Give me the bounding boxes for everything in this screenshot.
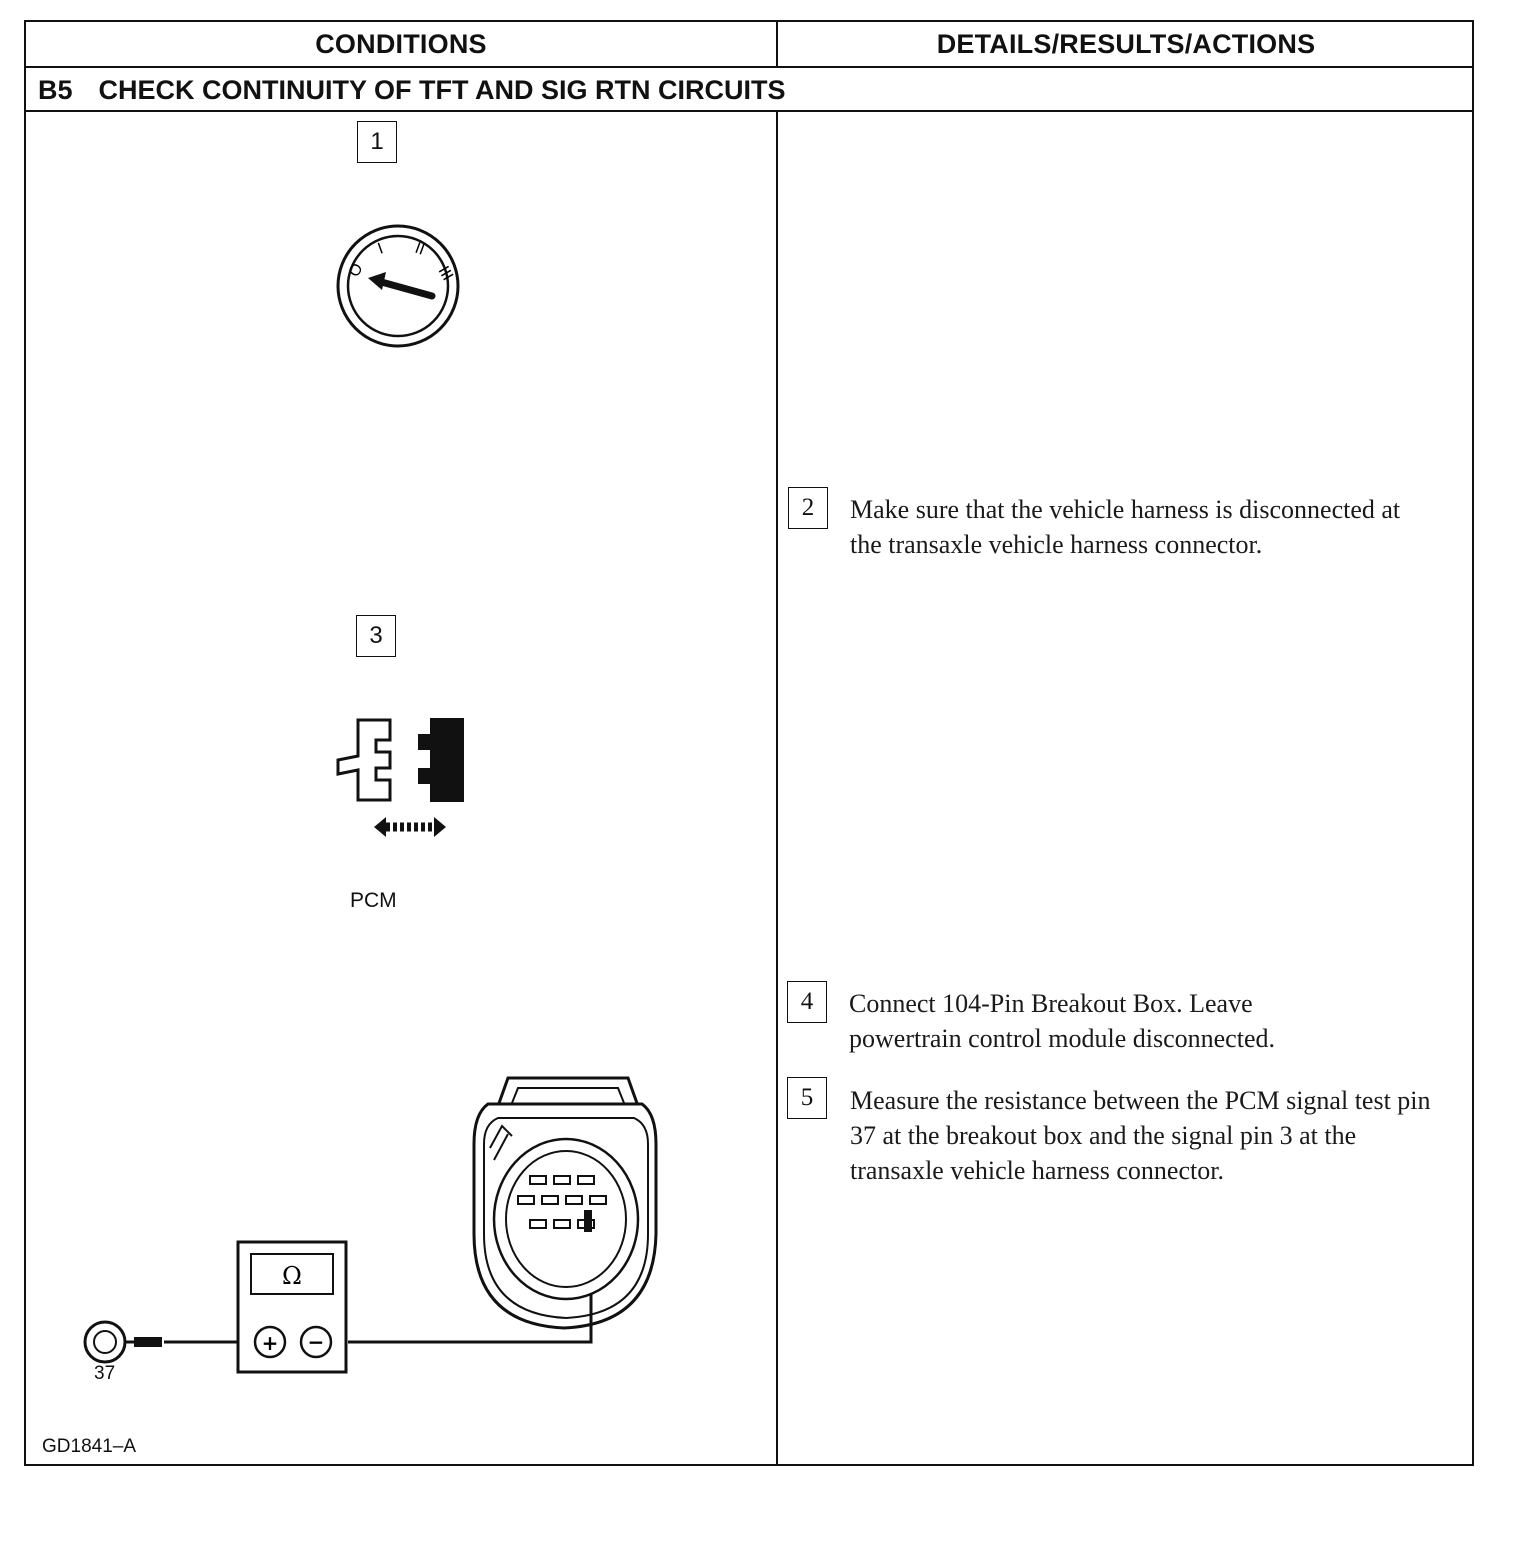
pcm-label: PCM [350,889,397,912]
action-text-2: Make sure that the vehicle harness is di… [850,495,1401,559]
ignition-switch-icon: O I II III [336,224,460,348]
step-number-box-1: 1 [357,121,397,163]
action-text-4: Connect 104-Pin Breakout Box. Leave powe… [849,989,1275,1053]
column-header-conditions: CONDITIONS [26,22,778,66]
step-title: B5 CHECK CONTINUITY OF TFT AND SIG RTN C… [38,68,786,112]
action-step-4: Connect 104-Pin Breakout Box. Leave powe… [849,986,1369,1056]
column-divider [776,112,778,1466]
step-number-box-3: 3 [356,615,396,657]
harness-connector-icon [472,1076,658,1330]
action-number-box-5: 5 [787,1077,827,1119]
action-step-2: Make sure that the vehicle harness is di… [850,492,1410,562]
breakout-pin-label: 37 [94,1363,116,1384]
connector-disconnect-icon [336,718,464,837]
ohmmeter-circuit: Ω + − [83,1240,593,1374]
header-rule [26,66,1472,68]
column-header-details: DETAILS/RESULTS/ACTIONS [936,28,1316,59]
action-step-5: Measure the resistance between the PCM s… [850,1083,1450,1188]
action-number-box-4: 4 [787,981,827,1023]
negative-terminal-icon: − [308,1330,325,1354]
figure-id: GD1841–A [42,1436,137,1457]
step-title-text: CHECK CONTINUITY OF TFT AND SIG RTN CIRC… [98,74,786,105]
step-code: B5 [38,74,73,105]
ignition-mark-1: I [376,240,386,257]
procedure-table: CONDITIONS DETAILS/RESULTS/ACTIONS B5 CH… [24,20,1474,1466]
action-number-box-2: 2 [788,487,828,529]
title-rule [26,110,1472,112]
action-text-5: Measure the resistance between the PCM s… [850,1086,1431,1185]
ohm-symbol: Ω [282,1262,302,1290]
positive-terminal-icon: + [262,1331,279,1355]
